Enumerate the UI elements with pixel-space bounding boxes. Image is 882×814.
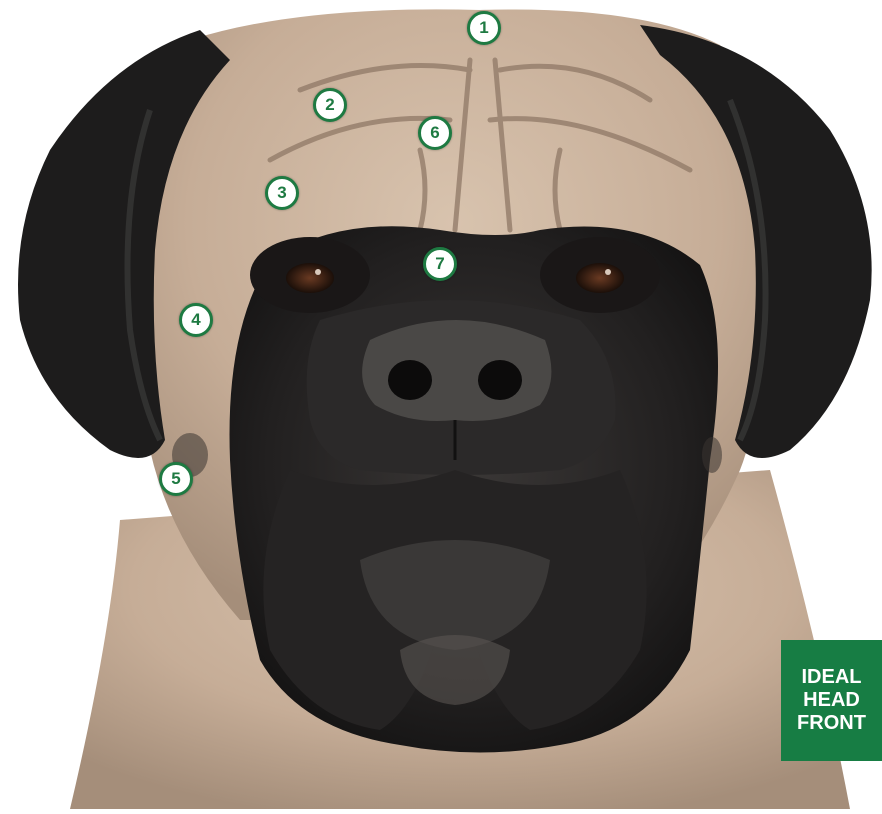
badge-line-3: FRONT bbox=[797, 712, 866, 735]
marker-5: 5 bbox=[159, 462, 193, 496]
right-eye bbox=[576, 263, 624, 293]
nose bbox=[362, 320, 551, 421]
left-eye bbox=[286, 263, 334, 293]
marker-2: 2 bbox=[313, 88, 347, 122]
marker-4: 4 bbox=[179, 303, 213, 337]
marker-1: 1 bbox=[467, 11, 501, 45]
badge-line-1: IDEAL bbox=[802, 666, 862, 689]
marker-7: 7 bbox=[423, 247, 457, 281]
badge-line-2: HEAD bbox=[803, 689, 860, 712]
marker-6: 6 bbox=[418, 116, 452, 150]
ideal-head-front-badge: IDEAL HEAD FRONT bbox=[781, 640, 882, 761]
marker-3: 3 bbox=[265, 176, 299, 210]
